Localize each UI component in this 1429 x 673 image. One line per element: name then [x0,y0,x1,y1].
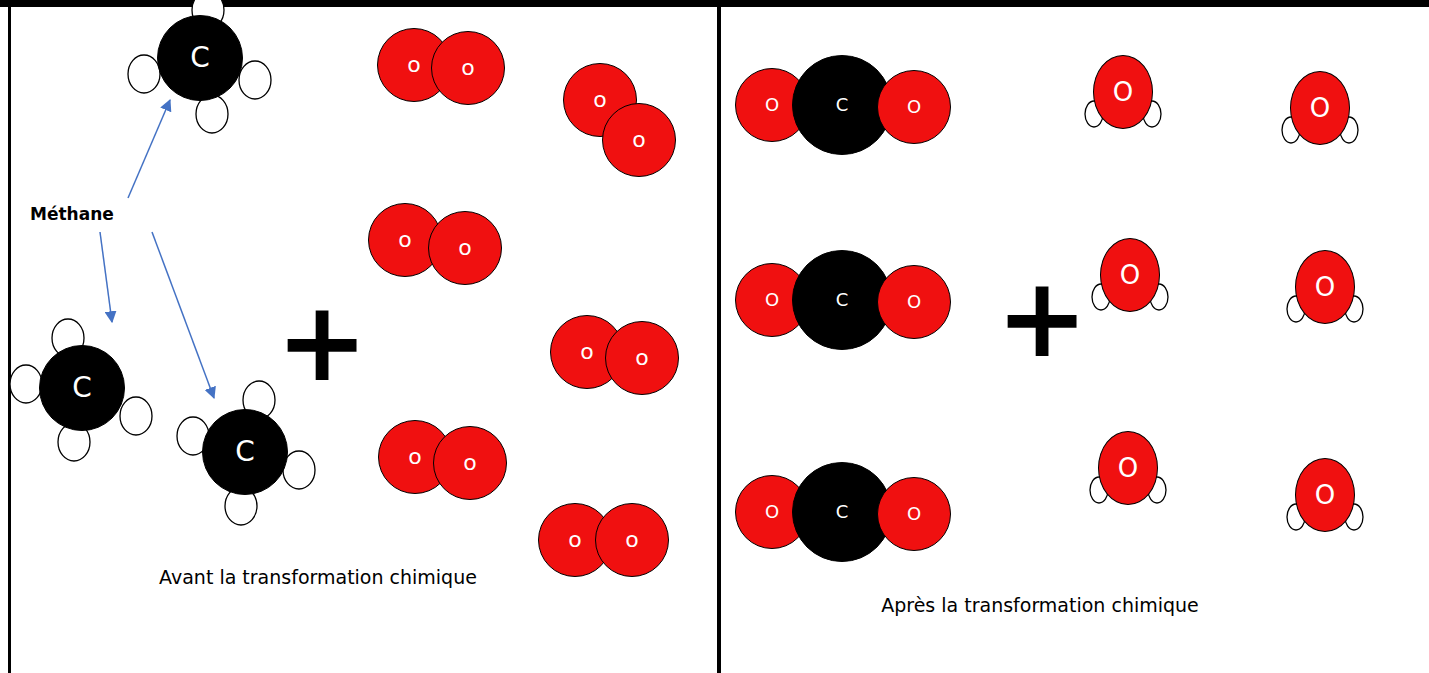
atom-symbol: o [625,529,638,551]
atom-symbol: o [463,452,476,474]
atom-symbol: o [632,129,645,151]
atom-symbol: o [398,229,411,251]
atom-symbol: o [461,57,474,79]
atom-symbol: O [907,98,921,116]
oxygen-atom: O [1295,250,1355,324]
hydrogen-atom [239,61,271,99]
atom-symbol: o [458,237,471,259]
oxygen-atom: O [877,477,951,551]
atom-symbol: O [765,291,779,309]
atom-symbol: o [593,89,606,111]
molecule-name: Méthane [30,206,114,223]
oxygen-atom: O [1100,238,1160,312]
frame-divider [717,0,721,673]
hydrogen-atom [128,55,160,93]
oxygen-atom: O [877,70,951,144]
atom-symbol: o [407,54,420,76]
leader-arrow [128,100,170,198]
oxygen-atom: O [1098,431,1158,505]
atom-symbol: O [1310,95,1330,121]
carbon-atom: C [157,15,243,101]
frame-left [8,0,11,673]
atom-symbol: O [765,503,779,521]
atom-symbol: O [1113,79,1133,105]
oxygen-atom: O [877,265,951,339]
atom-symbol: O [1315,274,1335,300]
atom-symbol: C [235,438,255,466]
plus-sign: + [276,287,368,397]
atom-symbol: o [580,341,593,363]
atom-symbol: O [765,96,779,114]
atom-symbol: C [72,374,92,402]
carbon-atom: C [39,345,125,431]
oxygen-atom: o [605,321,679,395]
oxygen-atom: O [1295,458,1355,532]
atom-symbol: C [836,503,849,521]
oxygen-atom: o [431,31,505,105]
hydrogen-atom [10,365,42,403]
plus-sign: + [996,263,1088,373]
atom-symbol: C [836,96,849,114]
hydrogen-atom [120,397,152,435]
atom-symbol: O [1315,482,1335,508]
oxygen-atom: O [1290,71,1350,145]
atom-symbol: O [1120,262,1140,288]
carbon-atom: C [202,409,288,495]
leader-arrow [100,232,112,322]
atom-symbol: o [408,446,421,468]
leader-arrow [152,232,214,398]
atom-symbol: C [190,44,210,72]
oxygen-atom: o [602,103,676,177]
atom-symbol: o [635,347,648,369]
oxygen-atom: o [433,426,507,500]
panel-caption: Après la transformation chimique [881,594,1199,616]
atom-symbol: o [568,529,581,551]
oxygen-atom: O [1093,55,1153,129]
oxygen-atom: o [595,503,669,577]
oxygen-atom: o [428,211,502,285]
hydrogen-atom [283,451,315,489]
panel-caption: Avant la transformation chimique [159,566,477,588]
atom-symbol: O [1118,455,1138,481]
atom-symbol: O [907,293,921,311]
atom-symbol: O [907,505,921,523]
atom-symbol: C [836,291,849,309]
